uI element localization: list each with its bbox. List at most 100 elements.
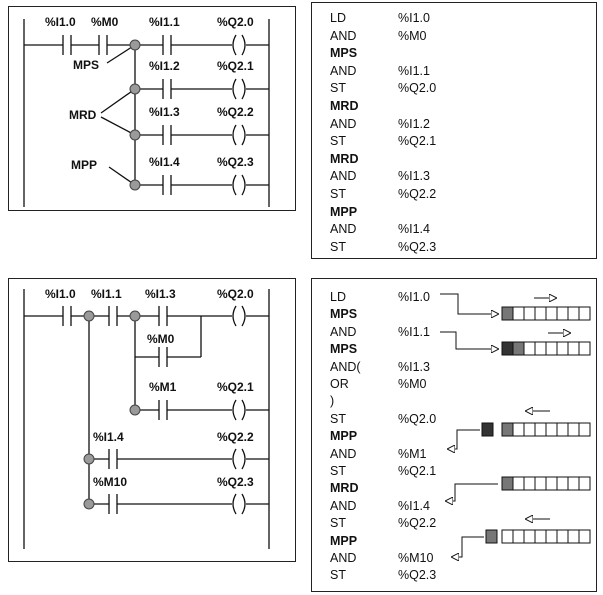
il-arg: %I1.0 [398,11,430,25]
stack-cell [567,422,580,437]
contact-label: %I1.4 [93,430,124,444]
coil-label: %Q2.0 [217,287,254,301]
stack-cell [567,341,580,356]
branch-label-mpp: MPP [71,158,97,172]
contact-label: %I1.4 [149,155,180,169]
stack-cell [534,422,547,437]
stack-cell [578,341,591,356]
stack-cell [512,422,525,437]
stack-popped-cell [481,422,494,437]
stack-cell [545,529,558,544]
il-op: MPP [330,533,358,548]
stack-cell [523,306,536,321]
stack-cell [578,306,591,321]
ladder-2-svg: %I1.0 %I1.1 %I1.3 %M0 %M1 %I1.4 %M10 %Q2… [23,287,270,549]
coil-label: %Q2.0 [217,15,254,29]
stack-cell [501,529,514,544]
il-op: ST [330,464,346,478]
il-arg: %Q2.3 [398,239,437,254]
stack-cell [578,422,591,437]
il-op: ST [330,81,346,96]
stack-node [83,453,95,465]
stack-cell [512,341,525,356]
stack-cell [545,341,558,356]
il-arg: %Q2.1 [398,134,437,149]
il-op: MPP [330,204,358,219]
coil-label: %Q2.1 [217,380,254,394]
stack-cell [534,476,547,491]
stack-node [129,310,141,322]
il-op: AND [330,551,357,565]
stack-cell [556,529,569,544]
stack-cell [556,306,569,321]
il-op: ST [330,516,346,531]
stack-cell [534,341,547,356]
contact-label: %I1.1 [149,15,180,29]
stack-node [129,404,141,416]
il-arg: %I1.3 [398,359,430,374]
il-arg: %M10 [398,551,434,565]
stack-cell [501,306,514,321]
stack-cell [545,306,558,321]
stack-cell [545,422,558,437]
branch-label-mps: MPS [73,58,99,72]
il-op: MPS [330,342,358,357]
ladder-diagram-1: %I1.0 %M0 %I1.1 %I1.2 %I1.3 %I1.4 %Q2.0 … [8,6,296,211]
stack-cell [501,422,514,437]
stack-cell [545,476,558,491]
stack-cell [523,422,536,437]
contact-label: %M0 [147,332,175,346]
contact-label: %I1.0 [45,287,76,301]
contact-label: %I1.3 [149,105,180,119]
il-arg: %Q2.2 [398,516,437,531]
il-arg: %Q2.0 [398,81,437,96]
il-op: AND( [330,359,361,374]
il-op: AND [330,324,357,339]
stack-cell [567,476,580,491]
contact-label: %I1.1 [91,287,122,301]
il-op: MRD [330,99,359,113]
coil-label: %Q2.3 [217,475,254,489]
contact-label: %M0 [91,15,119,29]
il-op: AND [330,63,357,78]
il-arg: %M1 [398,446,427,461]
il-op: AND [330,222,357,237]
il-op: ) [330,394,335,409]
il-arg: %I1.4 [398,222,430,237]
stack-cell [578,529,591,544]
il-arg: %M0 [398,28,427,43]
il-arg: %M0 [398,377,427,391]
il-arg: %I1.3 [398,169,430,184]
stack-cell [512,306,525,321]
il-op: MPS [330,307,358,322]
stack-node [129,83,141,95]
il-op: LD [330,11,346,25]
il-arg: %I1.4 [398,498,430,513]
il-op: MPS [330,46,358,61]
il-arg: %Q2.0 [398,411,437,426]
il-op: MRD [330,481,359,496]
il-op: AND [330,116,357,131]
il-arg: %I1.2 [398,116,430,131]
stack-cell [523,529,536,544]
stack-cell [512,529,525,544]
il-op: MRD [330,151,359,166]
il-arg: %I1.1 [398,63,430,78]
stack-cell [512,476,525,491]
il-op: MPP [330,429,358,444]
il-op: AND [330,28,357,43]
contact-label: %M10 [93,475,127,489]
coil-label: %Q2.2 [217,105,254,119]
il-op: AND [330,446,357,461]
stack-cell [556,476,569,491]
contact-label: %I1.3 [145,287,176,301]
stack-cell [501,341,514,356]
il-op: ST [330,239,346,254]
il-arg: %I1.1 [398,324,430,339]
stack-node [129,129,141,141]
stack-cell [567,529,580,544]
stack-cell [578,476,591,491]
il-op: ST [330,187,346,201]
